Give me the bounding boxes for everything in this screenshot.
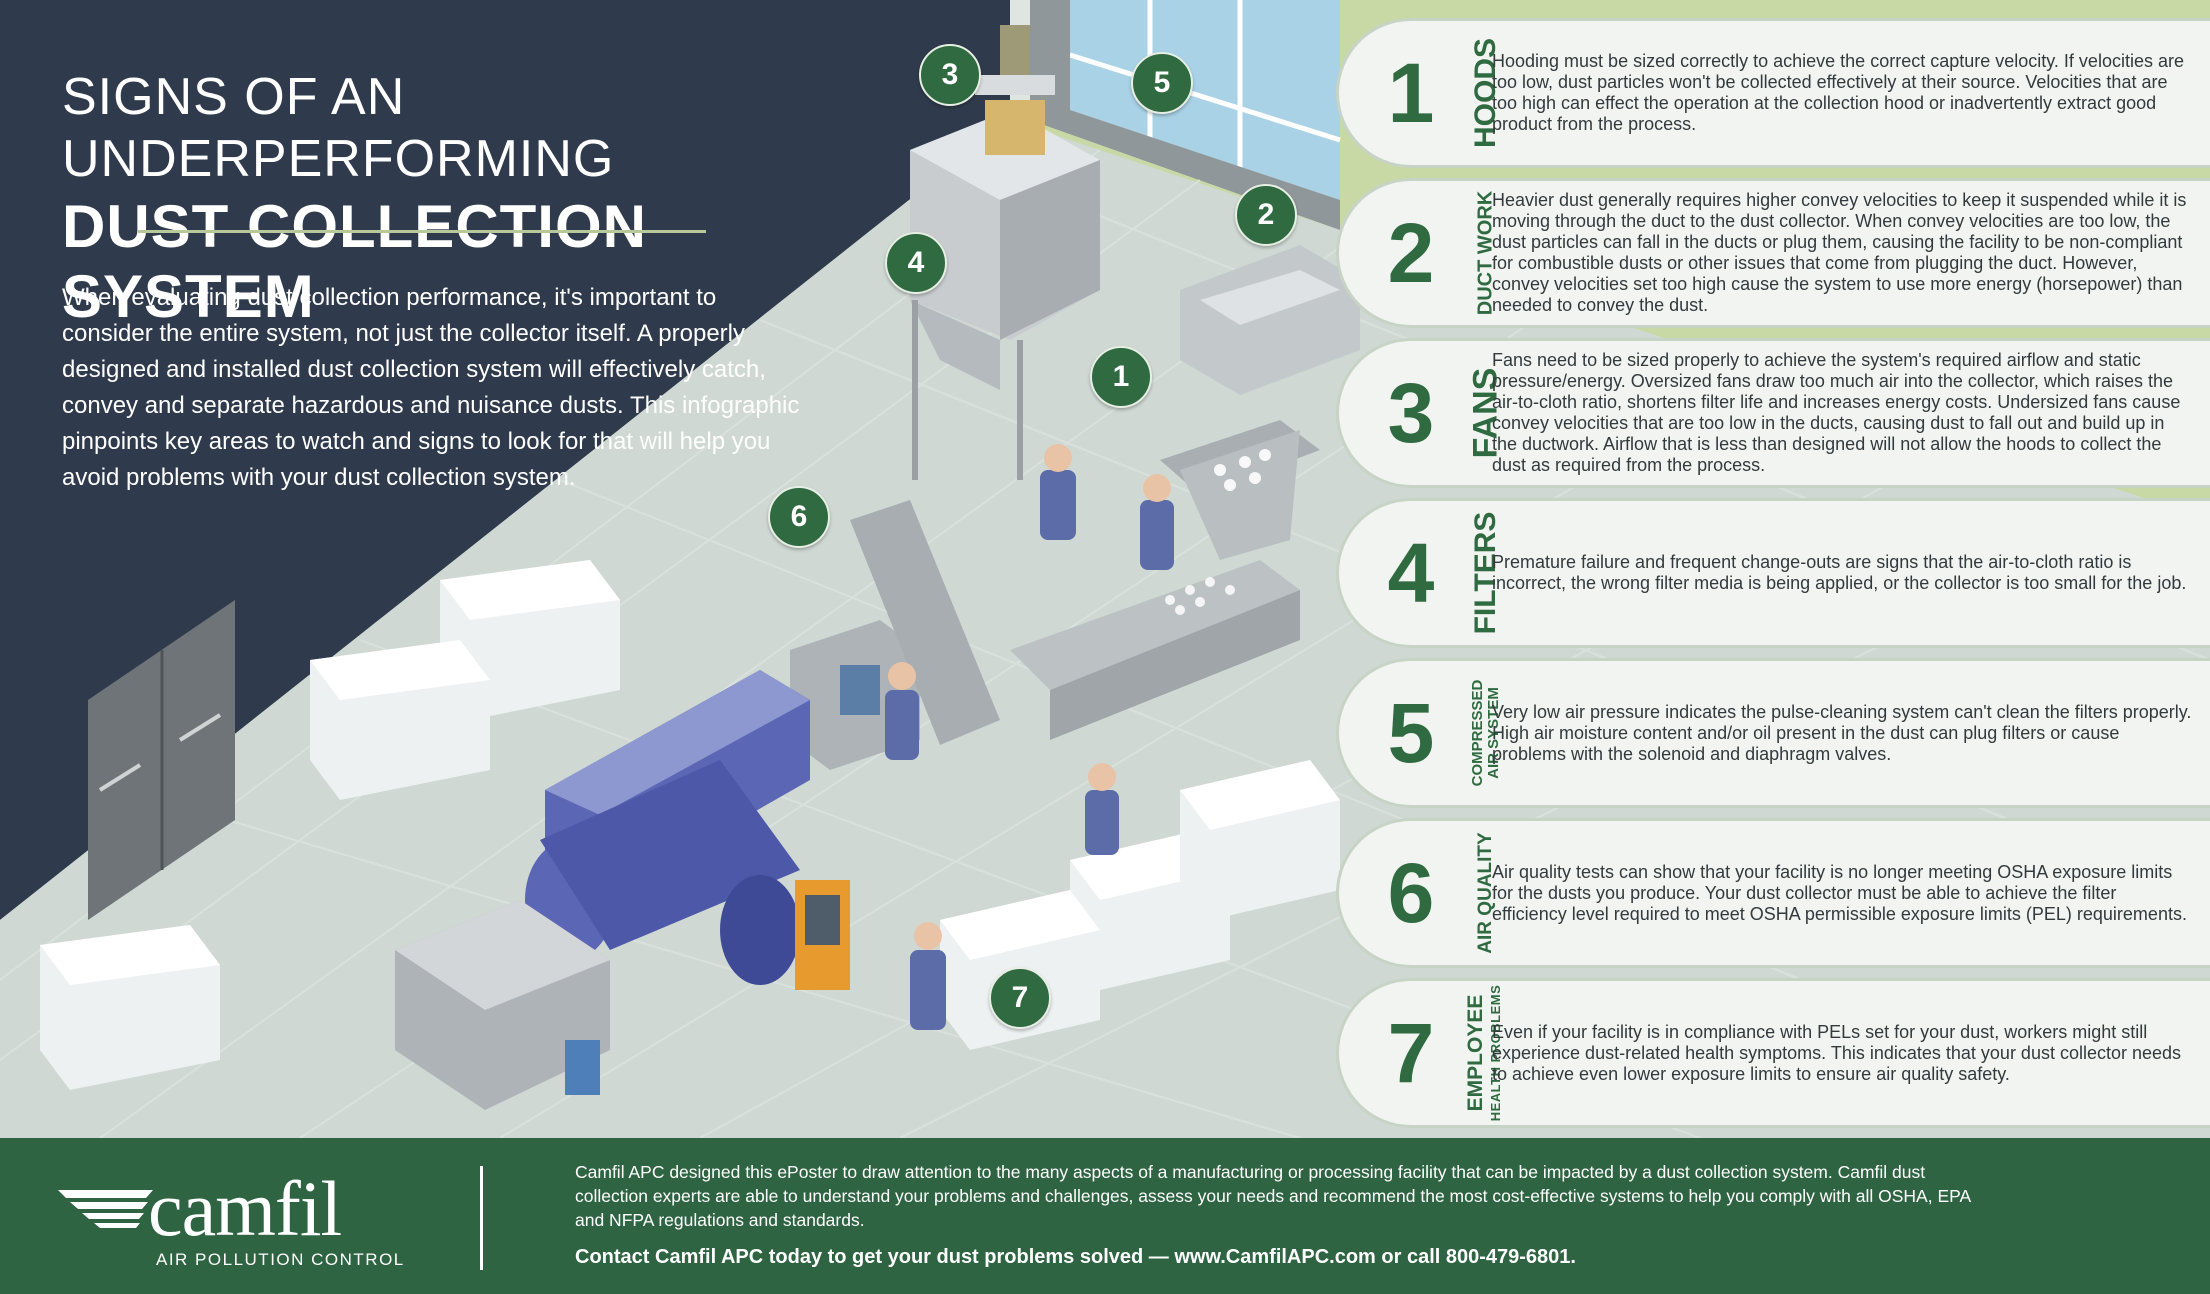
marker-2[interactable]: 2: [1235, 184, 1297, 246]
list-item-employee-health: 7 EMPLOYEE HEALTH PROBLEMS Even if your …: [1336, 978, 2210, 1128]
item-description: Even if your facility is in compliance w…: [1492, 1021, 2182, 1084]
logo-wing-icon: [58, 1190, 153, 1228]
item-description: Air quality tests can show that your fac…: [1492, 861, 2187, 924]
item-number: 7: [1387, 1005, 1435, 1100]
marker-7[interactable]: 7: [989, 967, 1051, 1029]
title-line-1: SIGNS OF AN UNDERPERFORMING: [62, 68, 615, 188]
blue-tanks: [525, 670, 810, 985]
marker-6[interactable]: 6: [768, 486, 830, 548]
list-item-air-quality: 6 AIR QUALITY Air quality tests can show…: [1336, 818, 2210, 968]
logo-wordmark: camfil: [148, 1165, 342, 1252]
list-item-fans: 3 FANS Fans need to be sized properly to…: [1336, 338, 2210, 488]
list-item-duct-work: 2 DUCT WORK Heavier dust generally requi…: [1336, 178, 2210, 328]
item-description: Premature failure and frequent change-ou…: [1492, 552, 2187, 593]
item-number: 2: [1387, 205, 1435, 300]
workers: [885, 444, 1174, 1030]
footer: camfil AIR POLLUTION CONTROL Camfil APC …: [0, 1138, 2210, 1294]
intro-paragraph: When evaluating dust collection performa…: [62, 284, 800, 491]
item-number: 4: [1387, 525, 1435, 620]
marker-4[interactable]: 4: [885, 232, 947, 294]
footer-contact[interactable]: Contact Camfil APC today to get your dus…: [575, 1246, 1576, 1268]
footer-description: Camfil APC designed this ePoster to draw…: [575, 1162, 1971, 1230]
item-description: Heavier dust generally requires higher c…: [1492, 190, 2187, 315]
title-divider: [138, 230, 706, 233]
title-block: SIGNS OF AN UNDERPERFORMING DUST COLLECT…: [62, 66, 862, 332]
marker-3[interactable]: 3: [919, 44, 981, 106]
item-description: Fans need to be sized properly to achiev…: [1492, 350, 2181, 475]
dust-collector: [910, 25, 1100, 480]
marker-5[interactable]: 5: [1131, 52, 1193, 114]
item-description: Hooding must be sized correctly to achie…: [1492, 51, 2184, 134]
title-line-2: DUST COLLECTION SYSTEM: [62, 193, 647, 330]
doors: [88, 600, 235, 920]
item-number: 6: [1387, 845, 1435, 940]
marker-1[interactable]: 1: [1090, 346, 1152, 408]
logo-subtitle: AIR POLLUTION CONTROL: [156, 1250, 405, 1269]
camfil-logo[interactable]: camfil AIR POLLUTION CONTROL: [58, 1165, 418, 1269]
item-number: 3: [1387, 365, 1435, 460]
list-item-compressed-air: 5 COMPRESSED AIR SYSTEM Very low air pre…: [1336, 658, 2210, 808]
item-description: Very low air pressure indicates the puls…: [1492, 701, 2192, 764]
item-number: 5: [1387, 685, 1435, 780]
footer-divider: [480, 1166, 483, 1270]
item-number: 1: [1387, 45, 1435, 140]
list-item-hoods: 1 HOODS Hooding must be sized correctly …: [1336, 18, 2210, 168]
list-item-filters: 4 FILTERS Premature failure and frequent…: [1336, 498, 2210, 648]
